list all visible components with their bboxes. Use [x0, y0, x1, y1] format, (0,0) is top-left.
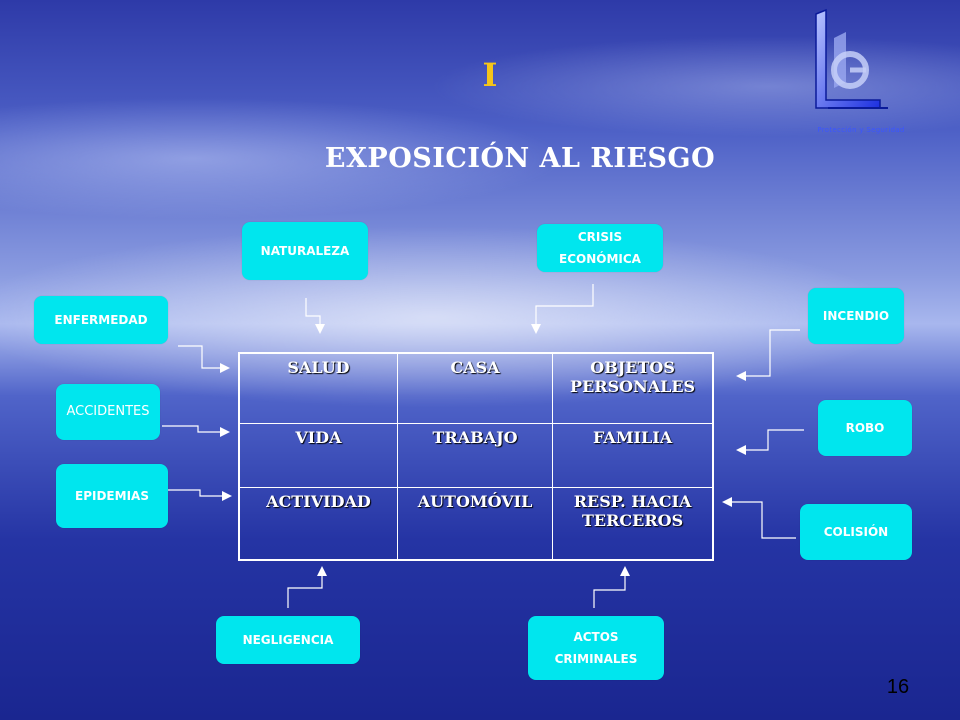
- company-logo: [815, 8, 888, 109]
- risk-naturaleza: NATURALEZA: [242, 222, 368, 280]
- risk-accidentes: ACCIDENTES: [56, 384, 160, 440]
- risk-actos-criminales: ACTOS CRIMINALES: [528, 616, 664, 680]
- arrow-accidentes: [162, 425, 230, 437]
- cell-actividad: ACTIVIDAD: [238, 487, 398, 561]
- risk-negligencia: NEGLIGENCIA: [216, 616, 360, 664]
- table-row: ACTIVIDAD AUTOMÓVIL RESP. HACIA TERCEROS: [238, 487, 714, 561]
- slide-title: EXPOSICIÓN AL RIESGO: [324, 143, 716, 174]
- cell-trabajo: TRABAJO: [396, 423, 554, 488]
- arrow-negligencia: [287, 566, 327, 608]
- cell-vida: VIDA: [238, 423, 398, 488]
- risk-incendio: INCENDIO: [808, 288, 904, 344]
- arrow-naturaleza: [305, 298, 325, 334]
- arrow-robo: [736, 429, 804, 455]
- cell-casa: CASA: [396, 352, 554, 424]
- exposure-table: SALUD CASA OBJETOS PERSONALES VIDA TRABA…: [238, 352, 714, 561]
- arrow-crisis: [531, 284, 594, 334]
- cell-salud: SALUD: [238, 352, 398, 424]
- arrow-enfermedad: [178, 345, 230, 373]
- cell-objetos-personales: OBJETOS PERSONALES: [552, 352, 714, 424]
- risk-colision: COLISIÓN: [800, 504, 912, 560]
- section-numeral: I: [482, 56, 498, 94]
- risk-enfermedad: ENFERMEDAD: [34, 296, 168, 344]
- table-row: VIDA TRABAJO FAMILIA: [238, 423, 714, 488]
- arrow-colision: [722, 497, 796, 539]
- cell-familia: FAMILIA: [552, 423, 714, 488]
- arrow-actos: [593, 566, 630, 608]
- risk-epidemias: EPIDEMIAS: [56, 464, 168, 528]
- risk-crisis-economica: CRISIS ECONÓMICA: [537, 224, 663, 272]
- arrow-epidemias: [168, 489, 232, 501]
- arrow-incendio: [736, 329, 800, 381]
- table-row: SALUD CASA OBJETOS PERSONALES: [238, 352, 714, 424]
- page-number: 16: [886, 676, 910, 698]
- cell-automovil: AUTOMÓVIL: [396, 487, 554, 561]
- logo-caption: Protección y Seguridad: [817, 126, 905, 134]
- cell-resp-terceros: RESP. HACIA TERCEROS: [552, 487, 714, 561]
- risk-robo: ROBO: [818, 400, 912, 456]
